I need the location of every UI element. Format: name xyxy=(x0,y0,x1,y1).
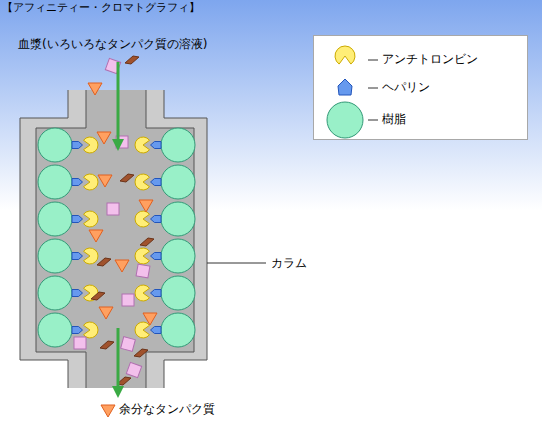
antithrombin-symbol xyxy=(135,248,149,264)
protein-diamond xyxy=(125,56,139,64)
antithrombin-symbol xyxy=(135,285,149,301)
heparin-symbol xyxy=(151,327,162,334)
column-inner-outline xyxy=(36,90,194,388)
resin-bead xyxy=(161,276,195,310)
protein-square xyxy=(121,337,136,352)
leader-line xyxy=(368,88,378,89)
protein-triangle xyxy=(97,132,111,144)
antithrombin-symbol xyxy=(135,322,149,338)
heparin-symbol xyxy=(338,79,352,95)
antithrombin-symbol xyxy=(84,322,98,338)
protein-square xyxy=(136,264,150,278)
protein-square xyxy=(126,362,141,377)
antithrombin-symbol xyxy=(84,248,98,264)
resin-bead xyxy=(161,239,195,273)
heparin-symbol xyxy=(72,327,83,334)
flow-arrow xyxy=(117,62,120,145)
heparin-symbol xyxy=(72,216,83,223)
heparin-symbol xyxy=(72,142,83,149)
resin-bead xyxy=(38,276,72,310)
resin-bead xyxy=(161,313,195,347)
part-label: 余分なタンパク質 xyxy=(119,402,215,416)
protein-triangle xyxy=(115,260,129,272)
protein-diamond xyxy=(100,341,114,349)
resin-bead xyxy=(161,128,195,162)
heparin-symbol xyxy=(72,253,83,260)
protein-square xyxy=(107,203,119,215)
leader-line xyxy=(368,60,378,61)
resin-bead xyxy=(327,102,363,138)
protein-triangle xyxy=(89,230,103,242)
heparin-symbol xyxy=(151,290,162,297)
antithrombin-symbol xyxy=(135,137,149,153)
protein-diamond xyxy=(91,292,105,300)
part-label: 血漿(いろいろなタンパク質の溶液) xyxy=(18,37,207,51)
protein-diamond xyxy=(134,349,148,357)
antithrombin-symbol xyxy=(84,137,98,153)
antithrombin-symbol xyxy=(335,46,355,64)
resin-bead xyxy=(161,165,195,199)
antithrombin-symbol xyxy=(84,211,98,227)
protein-diamond xyxy=(120,174,134,182)
column-wall xyxy=(20,90,207,388)
column-inner xyxy=(36,90,194,388)
flow-arrow xyxy=(117,328,120,392)
resin-bead xyxy=(38,202,72,236)
diagram-title: 【アフィニティー・クロマトグラフィ】 xyxy=(2,1,200,14)
antithrombin-symbol xyxy=(84,174,98,190)
heparin-symbol xyxy=(72,290,83,297)
heparin-symbol xyxy=(151,253,162,260)
protein-triangle xyxy=(99,307,113,319)
heparin-symbol xyxy=(151,142,162,149)
heparin-symbol xyxy=(151,216,162,223)
protein-triangle xyxy=(143,313,157,325)
heparin-symbol xyxy=(151,179,162,186)
protein-triangle xyxy=(139,200,153,212)
part-label: カラム xyxy=(271,256,307,270)
resin-bead xyxy=(161,202,195,236)
protein-triangle xyxy=(88,83,102,95)
antithrombin-symbol xyxy=(135,211,149,227)
protein-triangle xyxy=(98,175,112,187)
legend-text: アンチトロンビン xyxy=(382,52,478,66)
protein-triangle xyxy=(101,405,115,417)
leader-line xyxy=(368,120,378,121)
leader-line xyxy=(207,263,266,264)
protein-diamond xyxy=(140,238,154,246)
resin-bead xyxy=(38,165,72,199)
column-outline xyxy=(20,90,207,388)
resin-bead xyxy=(38,128,72,162)
heparin-symbol xyxy=(72,179,83,186)
resin-bead xyxy=(38,239,72,273)
legend-text: ヘパリン xyxy=(382,80,430,94)
antithrombin-symbol xyxy=(135,174,149,190)
protein-diamond xyxy=(97,258,111,266)
protein-square xyxy=(122,294,134,306)
legend-text: 樹脂 xyxy=(382,112,406,126)
resin-bead xyxy=(38,313,72,347)
protein-square xyxy=(74,337,86,349)
